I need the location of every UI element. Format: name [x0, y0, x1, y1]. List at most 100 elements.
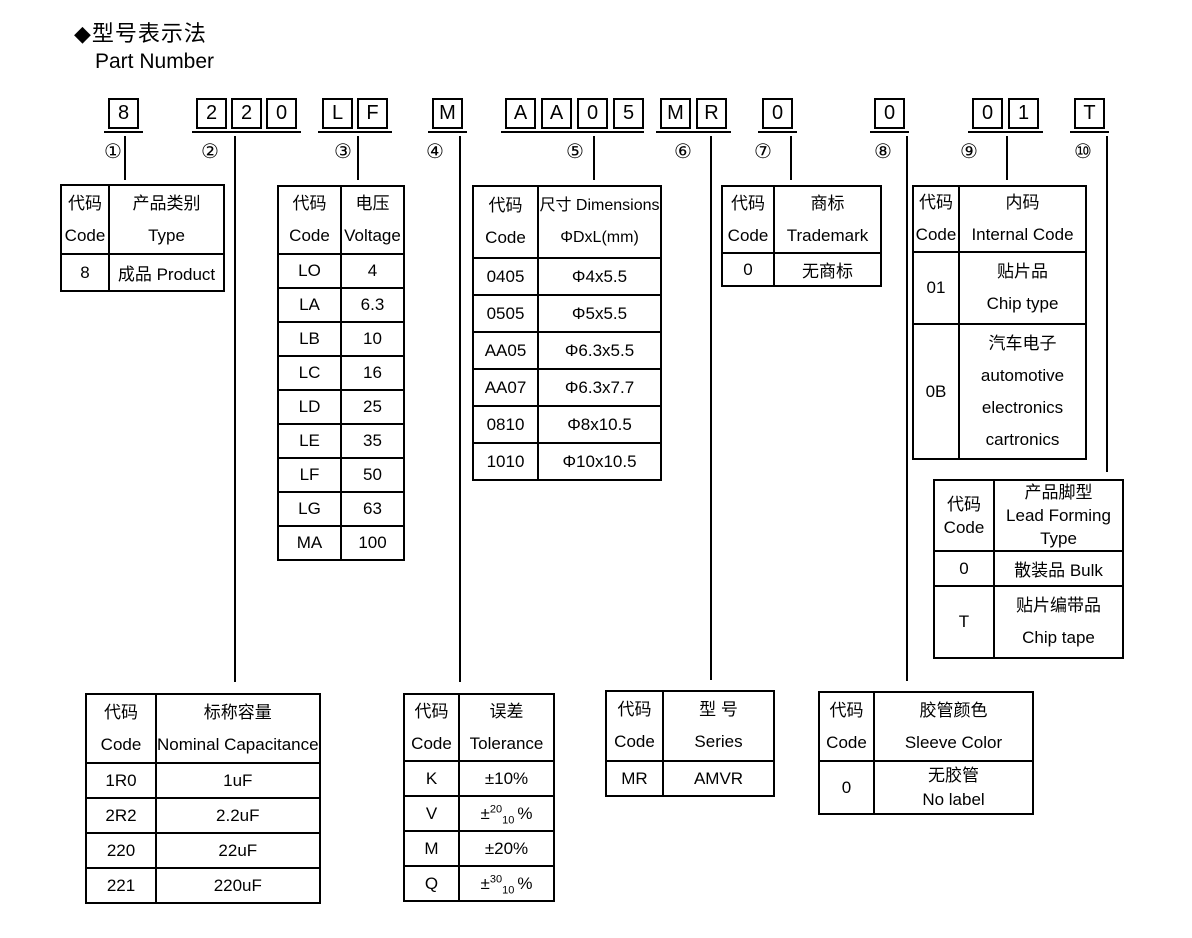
group-underline [1070, 131, 1109, 133]
col-header: 电压 [355, 194, 390, 213]
pn-char-box: 0 [972, 98, 1003, 129]
group-marker-5: ⑤ [566, 141, 584, 163]
connector-line [906, 136, 908, 681]
pn-char-box: 2 [196, 98, 227, 129]
table-row: 0B 汽车电子 automotive electronics cartronic… [912, 323, 1087, 460]
cell-value: 成品 Product [108, 253, 225, 292]
col-header: 标称容量 [203, 702, 272, 722]
col-header: 代码 [292, 194, 327, 213]
group-marker-1: ① [104, 141, 122, 163]
connector-line [593, 136, 595, 180]
group-underline [870, 131, 909, 133]
connector-line [1106, 136, 1108, 472]
pn-char-box: 8 [108, 98, 139, 129]
col-header: 代码 [414, 701, 449, 721]
pn-char-box: 0 [874, 98, 905, 129]
pn-char-box: 5 [613, 98, 644, 129]
col-header: 代码 [947, 494, 981, 514]
page-subtitle: Part Number [95, 50, 215, 73]
connector-line [1006, 136, 1008, 180]
group-marker-4: ④ [426, 141, 444, 163]
col-header: 产品脚型 [1024, 483, 1093, 502]
connector-line [124, 136, 126, 180]
col-header: 代码 [829, 700, 864, 720]
group-underline [318, 131, 392, 133]
tolerance-value: ±2010% [480, 802, 533, 826]
pn-char-box: T [1074, 98, 1105, 129]
pn-char-box: A [505, 98, 536, 129]
pn-char-box: L [322, 98, 353, 129]
connector-line [459, 136, 461, 682]
pn-char-box: 0 [577, 98, 608, 129]
group-underline [428, 131, 467, 133]
pn-char-box: 0 [762, 98, 793, 129]
col-header: 商标 [810, 193, 845, 213]
col-header: 代码 [919, 193, 953, 212]
table-row: MR AMVR [605, 760, 775, 797]
group-underline [968, 131, 1043, 133]
col-header: 尺寸 Dimensions [539, 197, 660, 214]
table-row: 0 散装品 Bulk [933, 550, 1124, 587]
group-marker-10: ⑩ [1074, 141, 1092, 163]
pn-char-box: 0 [266, 98, 297, 129]
pn-char-box: A [541, 98, 572, 129]
pn-char-box: M [432, 98, 463, 129]
group-marker-2: ② [201, 141, 219, 163]
col-header: 产品类别 [132, 193, 201, 213]
table-row: 8 成品 Product [60, 253, 225, 292]
pn-char-box: F [357, 98, 388, 129]
col-header: 误差 [489, 701, 524, 721]
group-underline [501, 131, 644, 133]
col-header: 代码 [68, 193, 102, 213]
table-row: M ±20% [403, 830, 555, 867]
group-marker-3: ③ [334, 141, 352, 163]
group-marker-6: ⑥ [674, 141, 692, 163]
connector-line [790, 136, 792, 180]
pn-char-box: 1 [1008, 98, 1039, 129]
group-underline [192, 131, 301, 133]
group-underline [656, 131, 731, 133]
group-marker-8: ⑧ [874, 141, 892, 163]
col-header: 内码 [1005, 193, 1040, 212]
col-header: 代码 [731, 193, 765, 213]
table-row: V ±2010% [403, 795, 555, 832]
cell-code: 8 [60, 253, 110, 292]
connector-line [710, 136, 712, 680]
page-title: ◆型号表示法 [74, 21, 207, 46]
tolerance-value: ±3010% [480, 872, 533, 896]
col-header: 代码 [104, 702, 138, 722]
col-header: 胶管颜色 [919, 700, 988, 720]
connector-line [357, 136, 359, 180]
group-underline [104, 131, 143, 133]
col-header: 型 号 [699, 700, 738, 719]
